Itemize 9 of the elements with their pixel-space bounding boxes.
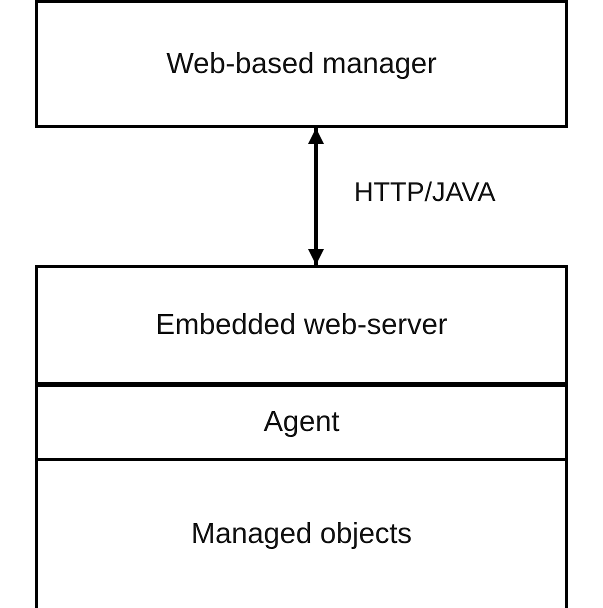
- box-label: Managed objects: [191, 518, 412, 551]
- layer-box: [35, 458, 568, 608]
- box-label: Embedded web-server: [156, 308, 448, 342]
- layer-box: [35, 0, 568, 128]
- layer-box: [35, 265, 568, 385]
- box-label: Agent: [264, 406, 340, 439]
- layer-box: [35, 382, 568, 461]
- double-arrow: [308, 128, 324, 265]
- box-label: Web-based manager: [166, 48, 437, 80]
